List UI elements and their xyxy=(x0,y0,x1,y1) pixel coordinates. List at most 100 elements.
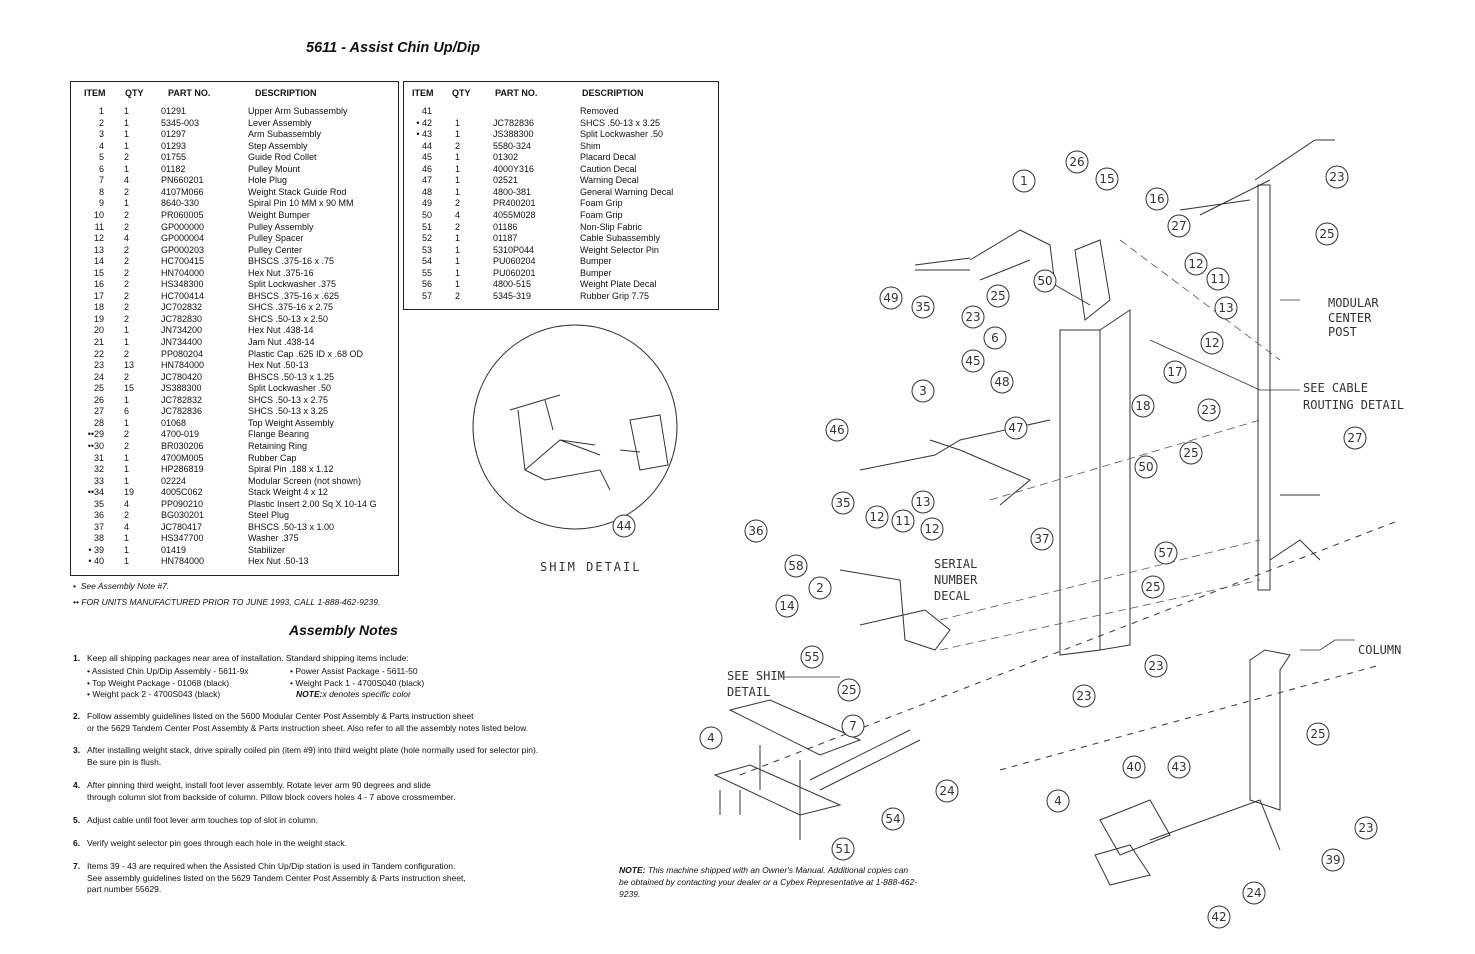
qty-cell: 4 xyxy=(124,521,130,532)
machine-drawing xyxy=(472,139,1401,886)
part-no-cell: 8640-330 xyxy=(161,198,200,209)
callout-bubble: 23 xyxy=(1197,398,1221,422)
qty-cell: 1 xyxy=(455,129,461,140)
part-no-cell: 5345-319 xyxy=(493,290,532,301)
item-cell: 22 xyxy=(93,348,104,359)
callout-bubble: 54 xyxy=(881,807,905,831)
qty-cell: 1 xyxy=(124,325,130,336)
qty-cell: 1 xyxy=(455,175,461,186)
qty-cell: 1 xyxy=(455,279,461,290)
description-cell: General Warning Decal xyxy=(580,186,674,197)
description-cell: Non-Slip Fabric xyxy=(580,221,643,232)
callout-number: 23 xyxy=(1201,403,1216,417)
footnote-marker: •• xyxy=(73,597,79,607)
item-cell: 15 xyxy=(93,267,104,278)
description-cell: Weight Selector Pin xyxy=(580,244,659,255)
callout-number: 23 xyxy=(965,310,980,324)
ship-note-text: x denotes specific color xyxy=(322,689,411,699)
item-cell: 55 xyxy=(421,267,432,278)
callout-bubble: 35 xyxy=(911,295,935,319)
callout-number: 45 xyxy=(965,354,980,368)
item-cell: 20 xyxy=(93,325,104,336)
qty-cell: 1 xyxy=(124,417,130,428)
description-cell: Weight Stack Guide Rod xyxy=(248,186,347,197)
callout-bubble: 25 xyxy=(1315,222,1339,246)
part-no-cell: 5345-003 xyxy=(161,117,200,128)
item-cell: 45 xyxy=(421,152,432,163)
item-cell: 18 xyxy=(93,302,104,313)
description-cell: SHCS .50-13 x 3.25 xyxy=(248,406,329,417)
see-cable-label-1: SEE CABLE xyxy=(1303,381,1368,395)
description-cell: BHSCS .50-13 x 1.00 xyxy=(248,521,335,532)
qty-cell: 1 xyxy=(124,556,130,567)
qty-cell: 2 xyxy=(124,244,130,255)
callout-bubble: 58 xyxy=(784,554,808,578)
qty-cell: 2 xyxy=(124,429,130,440)
part-no-cell: JS388300 xyxy=(161,383,202,394)
part-no-cell: 4700-019 xyxy=(161,429,200,440)
description-cell: BHSCS .375-16 x .75 xyxy=(248,256,335,267)
callout-number: 13 xyxy=(915,495,930,509)
callout-number: 50 xyxy=(1138,460,1153,474)
item-cell: 24 xyxy=(93,371,104,382)
callout-number: 1 xyxy=(1020,174,1028,188)
note-text: or the 5629 Tandem Center Post Assembly … xyxy=(87,722,529,733)
qty-cell: 1 xyxy=(124,129,130,140)
note-text: Follow assembly guidelines listed on the… xyxy=(87,711,474,721)
callout-bubble: 45 xyxy=(961,349,985,373)
callout-bubble: 4 xyxy=(699,726,723,750)
assembly-notes-title: Assembly Notes xyxy=(289,622,398,638)
header-item: ITEM xyxy=(84,88,106,98)
description-cell: Hex Nut .50-13 xyxy=(248,360,309,371)
callout-number: 37 xyxy=(1034,532,1049,546)
callout-number: 42 xyxy=(1211,910,1226,924)
part-no-cell: 4055M028 xyxy=(493,209,536,220)
callout-bubble: 23 xyxy=(1072,684,1096,708)
callout-bubble: 37 xyxy=(1030,527,1054,551)
see-cable-label-2: ROUTING DETAIL xyxy=(1303,398,1404,412)
qty-cell: 2 xyxy=(455,221,461,232)
callout-bubble: 25 xyxy=(1306,722,1330,746)
callout-number: 11 xyxy=(1210,272,1225,286)
item-cell: 35 xyxy=(93,498,104,509)
description-cell: Stack Weight 4 x 12 xyxy=(248,487,328,498)
part-no-cell: HS347700 xyxy=(161,533,204,544)
callout-bubble: 7 xyxy=(841,714,865,738)
item-cell: 28 xyxy=(93,417,104,428)
description-cell: Pulley Spacer xyxy=(248,233,304,244)
callout-number: 48 xyxy=(994,375,1009,389)
shim-detail-label: SHIM DETAIL xyxy=(540,560,641,574)
item-cell: 23 xyxy=(93,360,104,371)
part-no-cell: HP286819 xyxy=(161,464,204,475)
description-cell: Foam Grip xyxy=(580,198,623,209)
ship-note: NOTE: x denotes specific color xyxy=(296,689,411,701)
part-no-cell: PP080204 xyxy=(161,348,204,359)
item-cell: 49 xyxy=(421,198,432,209)
callout-number: 50 xyxy=(1037,274,1052,288)
part-no-cell: 01755 xyxy=(161,152,187,163)
item-cell: 10 xyxy=(93,209,104,220)
part-no-cell: 01291 xyxy=(161,106,187,116)
callout-bubble: 13 xyxy=(1214,296,1238,320)
owners-manual-note: NOTE: This machine shipped with an Owner… xyxy=(619,864,919,900)
qty-cell: 1 xyxy=(124,394,130,405)
part-no-cell: 01186 xyxy=(493,221,518,232)
description-cell: Spiral Pin .188 x 1.12 xyxy=(248,464,334,475)
callout-number: 23 xyxy=(1148,659,1163,673)
item-cell: 14 xyxy=(93,256,104,267)
callout-bubble: 12 xyxy=(1184,252,1208,276)
description-cell: Bumper xyxy=(580,267,612,278)
